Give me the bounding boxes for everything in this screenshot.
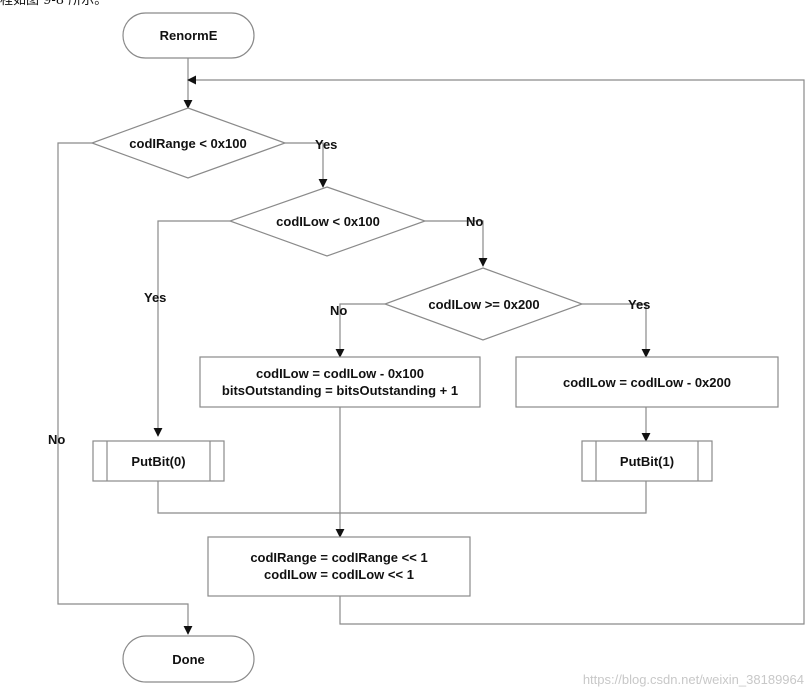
watermark-text: https://blog.csdn.net/weixin_38189964 xyxy=(583,672,804,687)
subtract-200-process: codILow = codILow - 0x200 xyxy=(515,356,779,408)
edge-label-range-yes: Yes xyxy=(315,137,337,152)
range-check-decision: codIRange < 0x100 xyxy=(90,107,287,179)
subtract-100-process: codILow = codILow - 0x100 bitsOutstandin… xyxy=(199,356,481,408)
edge-label-high-yes: Yes xyxy=(628,297,650,312)
end-terminal: Done xyxy=(122,635,255,683)
edge-loop-back xyxy=(187,75,805,625)
start-terminal: RenormE xyxy=(122,12,255,59)
putbit1-subroutine: PutBit(1) xyxy=(581,440,713,482)
edge-label-high-no: No xyxy=(330,303,347,318)
edge-high-yes xyxy=(582,303,651,358)
putbit1-label: PutBit(1) xyxy=(620,454,674,469)
edge-label-low-no: No xyxy=(466,214,483,229)
start-terminal-label: RenormE xyxy=(160,28,218,43)
low-check-label: codILow < 0x100 xyxy=(276,214,380,229)
shift-line-1: codIRange = codIRange << 1 xyxy=(250,550,427,565)
edge-low-no xyxy=(425,220,488,267)
edge-low-yes xyxy=(153,220,230,437)
edge-putbits-merge xyxy=(157,481,647,514)
edge-label-range-no: No xyxy=(48,432,65,447)
low-check-decision: codILow < 0x100 xyxy=(228,186,427,257)
high-check-label: codILow >= 0x200 xyxy=(428,297,539,312)
end-terminal-label: Done xyxy=(172,652,205,667)
edge-label-low-yes: Yes xyxy=(144,290,166,305)
putbit0-label: PutBit(0) xyxy=(131,454,185,469)
subtract-200-label: codILow = codILow - 0x200 xyxy=(563,375,731,390)
shift-line-2: codILow = codILow << 1 xyxy=(264,567,414,582)
putbit0-subroutine: PutBit(0) xyxy=(92,440,225,482)
high-check-decision: codILow >= 0x200 xyxy=(383,267,584,341)
subtract-100-line-1: codILow = codILow - 0x100 xyxy=(256,366,424,381)
subtract-100-line-2: bitsOutstanding = bitsOutstanding + 1 xyxy=(222,383,458,398)
edge-high-no xyxy=(335,303,385,358)
header-caption: 程如图 9-8 所示。 xyxy=(0,0,107,8)
range-check-label: codIRange < 0x100 xyxy=(129,136,246,151)
edge-range-no xyxy=(57,142,193,635)
shift-process: codIRange = codIRange << 1 codILow = cod… xyxy=(207,536,471,597)
edge-range-yes xyxy=(285,142,328,188)
